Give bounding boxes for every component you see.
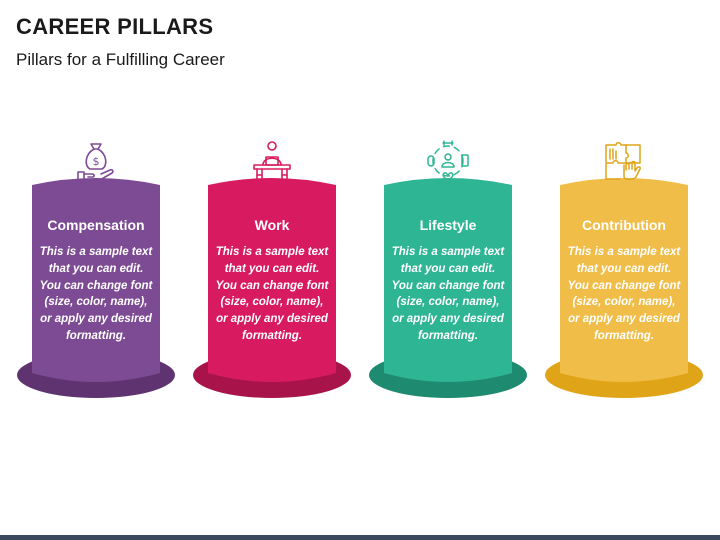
puzzle-hands-icon xyxy=(605,142,641,180)
page-subtitle: Pillars for a Fulfilling Career xyxy=(16,50,225,69)
pillar-shape xyxy=(193,178,351,398)
pillar-lifestyle: Lifestyle This is a sample text that you… xyxy=(368,135,528,405)
pillar-shape xyxy=(545,178,703,398)
page-title: CAREER PILLARS xyxy=(16,14,214,39)
pillar-heading: Work xyxy=(254,217,290,233)
pillar-heading: Contribution xyxy=(582,217,666,233)
person-at-desk-icon xyxy=(253,141,291,182)
footer-bar xyxy=(0,535,720,540)
pillar-text: This is a sample text that you can edit.… xyxy=(215,246,329,342)
pillar-text: This is a sample text that you can edit.… xyxy=(39,246,153,342)
pillar-shape xyxy=(17,178,175,398)
money-bag-hand-icon: $ xyxy=(77,143,114,182)
pillar-heading: Compensation xyxy=(47,217,145,233)
pillar-text: This is a sample text that you can edit.… xyxy=(391,246,505,342)
svg-text:$: $ xyxy=(93,155,100,168)
pillar-contribution: Contribution This is a sample text that … xyxy=(544,135,704,405)
pillar-work: Work This is a sample text that you can … xyxy=(192,135,352,405)
pillar-heading: Lifestyle xyxy=(419,217,477,233)
lifestyle-icon xyxy=(427,140,469,182)
pillar-shape xyxy=(369,178,527,398)
pillar-compensation: $ Compensation This is a sample text tha… xyxy=(16,135,176,405)
pillar-text: This is a sample text that you can edit.… xyxy=(567,246,681,342)
